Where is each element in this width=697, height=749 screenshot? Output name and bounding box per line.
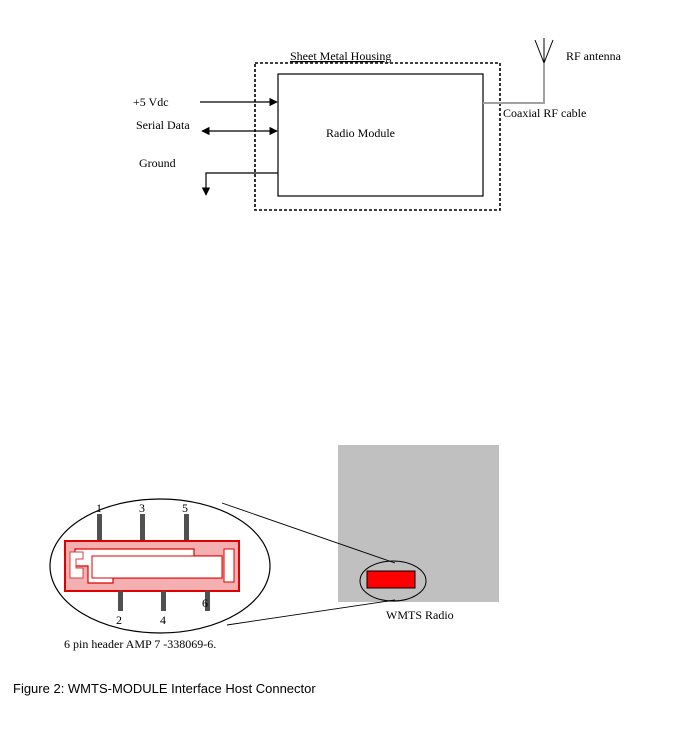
- connector-diagram: WMTS Radio 1 3 5 2 4 6: [50, 445, 499, 651]
- pin-5: [184, 514, 189, 541]
- coaxial-rf-cable: [483, 63, 544, 103]
- wmts-radio-label: WMTS Radio: [386, 608, 454, 622]
- coaxial-cable-label: Coaxial RF cable: [503, 106, 586, 120]
- wmts-connector: [367, 571, 415, 588]
- pin-4: [161, 591, 166, 611]
- pin-header: [65, 541, 239, 591]
- pin-5-label: 5: [182, 501, 188, 515]
- radio-module-label: Radio Module: [326, 126, 395, 140]
- pin-1: [97, 514, 102, 541]
- pin-2: [118, 591, 123, 611]
- zoom-line-bottom: [227, 600, 395, 625]
- pin-2-label: 2: [116, 613, 122, 627]
- pin-1-label: 1: [96, 501, 102, 515]
- serial-data-label: Serial Data: [136, 118, 190, 132]
- ground-label: Ground: [139, 156, 176, 170]
- pin-6-label: 6: [202, 596, 208, 610]
- header-end-block: [224, 549, 234, 582]
- host-board: [338, 445, 499, 602]
- figure-caption: Figure 2: WMTS-MODULE Interface Host Con…: [13, 681, 316, 696]
- pin-header-label: 6 pin header AMP 7 -338069-6.: [64, 637, 216, 651]
- rf-antenna-icon: [535, 38, 553, 63]
- header-inner-slot: [92, 556, 222, 578]
- block-diagram: Sheet Metal Housing Radio Module RF ante…: [133, 38, 622, 210]
- housing-label: Sheet Metal Housing: [290, 49, 391, 63]
- ground-line: [206, 173, 278, 195]
- power-input-label: +5 Vdc: [133, 95, 169, 109]
- pin-3: [140, 514, 145, 541]
- pin-4-label: 4: [160, 613, 166, 627]
- rf-antenna-label: RF antenna: [566, 49, 622, 63]
- pin-3-label: 3: [139, 501, 145, 515]
